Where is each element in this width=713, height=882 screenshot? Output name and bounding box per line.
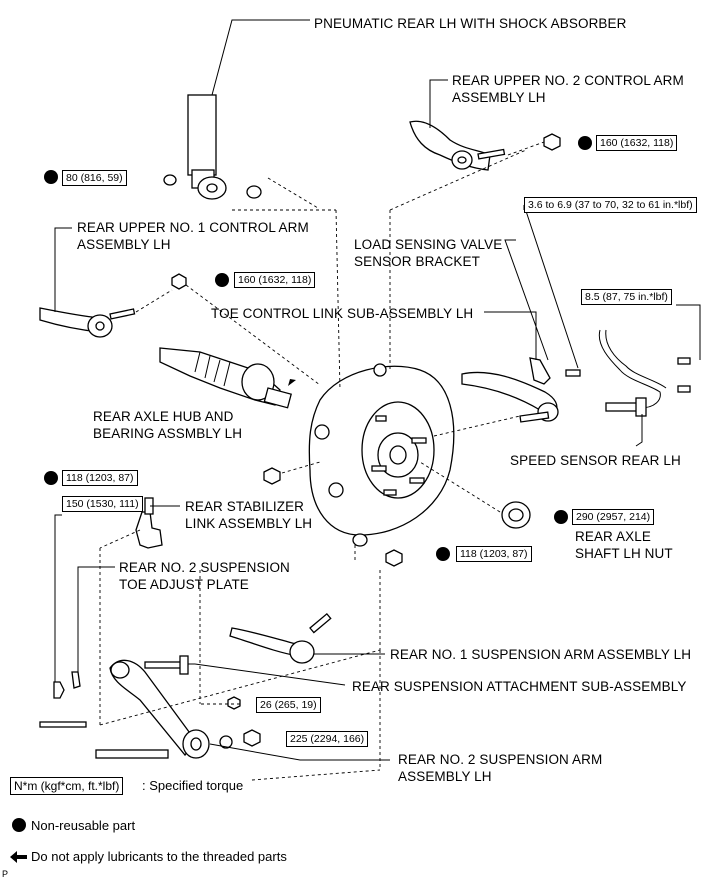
hub-knuckle-drawing bbox=[308, 363, 455, 547]
upper-no2-arm-drawing bbox=[409, 120, 561, 171]
torque-speed-sensor: 8.5 (87, 75 in.*lbf) bbox=[581, 289, 672, 305]
label-axle-hub-line2: BEARING ASSMBLY LH bbox=[93, 426, 243, 441]
torque-stabilizer: 150 (1530, 111) bbox=[62, 496, 143, 512]
no-lube-arrow-on-shaft bbox=[288, 379, 296, 386]
torque-shock: 80 (816, 59) bbox=[62, 170, 127, 186]
label-upper-no2-arm-line1: REAR UPPER NO. 2 CONTROL ARM bbox=[452, 73, 684, 88]
speed-sensor-drawing bbox=[598, 329, 691, 417]
torque-upper-no2: 160 (1632, 118) bbox=[596, 135, 678, 151]
arm-no1-drawing bbox=[229, 612, 332, 664]
label-arm-no2-line1: REAR NO. 2 SUSPENSION ARM bbox=[398, 752, 603, 767]
label-shock-absorber: PNEUMATIC REAR LH WITH SHOCK ABSORBER bbox=[314, 16, 627, 31]
shock-absorber-drawing bbox=[163, 94, 262, 200]
label-load-sensing-bracket-line2: SENSOR BRACKET bbox=[354, 254, 480, 269]
non-reusable-dot-icon bbox=[44, 170, 58, 184]
arrow-left-icon bbox=[10, 851, 27, 863]
torque-hub: 118 (1203, 87) bbox=[62, 470, 138, 486]
label-upper-no1-arm-line1: REAR UPPER NO. 1 CONTROL ARM bbox=[77, 220, 309, 235]
non-reusable-dot-icon bbox=[44, 471, 58, 485]
label-stabilizer-link-line1: REAR STABILIZER bbox=[185, 499, 305, 514]
legend-unit-box: N*m (kgf*cm, ft.*lbf) bbox=[10, 777, 124, 795]
label-arm-no1: REAR NO. 1 SUSPENSION ARM ASSEMBLY LH bbox=[390, 647, 692, 662]
label-axle-hub-line1: REAR AXLE HUB AND bbox=[93, 409, 234, 424]
label-toe-adjust-plate-line1: REAR NO. 2 SUSPENSION bbox=[119, 560, 290, 575]
non-reusable-dot-icon bbox=[436, 547, 450, 561]
upper-no1-arm-drawing bbox=[39, 273, 187, 338]
label-axle-nut-line2: SHAFT LH NUT bbox=[575, 546, 673, 561]
label-axle-nut-line1: REAR AXLE bbox=[575, 529, 651, 544]
label-attachment: REAR SUSPENSION ATTACHMENT SUB-ASSEMBLY bbox=[352, 679, 687, 694]
label-upper-no1-arm-line2: ASSEMBLY LH bbox=[77, 237, 171, 252]
non-reusable-dot-icon bbox=[554, 510, 568, 524]
label-toe-adjust-plate-line2: TOE ADJUST PLATE bbox=[119, 577, 249, 592]
legend-no-lube: Do not apply lubricants to the threaded … bbox=[31, 849, 287, 864]
stabilizer-link-drawing bbox=[135, 497, 163, 549]
torque-arm-no1: 118 (1203, 87) bbox=[456, 546, 532, 562]
axle-nut-drawing bbox=[501, 501, 531, 529]
torque-attachment: 26 (265, 19) bbox=[256, 697, 321, 713]
label-toe-control-link: TOE CONTROL LINK SUB-ASSEMBLY LH bbox=[211, 306, 474, 321]
torque-bracket: 3.6 to 6.9 (37 to 70, 32 to 61 in.*lbf) bbox=[524, 197, 697, 213]
label-speed-sensor: SPEED SENSOR REAR LH bbox=[510, 453, 681, 468]
torque-axle-nut: 290 (2957, 214) bbox=[572, 509, 655, 525]
corner-mark: P bbox=[2, 869, 9, 879]
legend-nonreusable: Non-reusable part bbox=[31, 818, 136, 833]
toe-link-drawing bbox=[461, 357, 581, 423]
torque-arm-no2: 225 (2294, 166) bbox=[286, 731, 369, 747]
legend-unit-text: : Specified torque bbox=[142, 778, 244, 793]
non-reusable-dot-icon bbox=[12, 818, 26, 832]
drive-shaft-drawing bbox=[159, 347, 292, 409]
non-reusable-dot-icon bbox=[578, 136, 592, 150]
torque-upper-no1: 160 (1632, 118) bbox=[234, 272, 316, 288]
non-reusable-dot-icon bbox=[215, 273, 229, 287]
label-load-sensing-bracket-line1: LOAD SENSING VALVE bbox=[354, 237, 503, 252]
arm-no2-drawing bbox=[109, 659, 261, 759]
label-upper-no2-arm-line2: ASSEMBLY LH bbox=[452, 90, 546, 105]
label-stabilizer-link-line2: LINK ASSEMBLY LH bbox=[185, 516, 313, 531]
label-arm-no2-line2: ASSEMBLY LH bbox=[398, 769, 492, 784]
